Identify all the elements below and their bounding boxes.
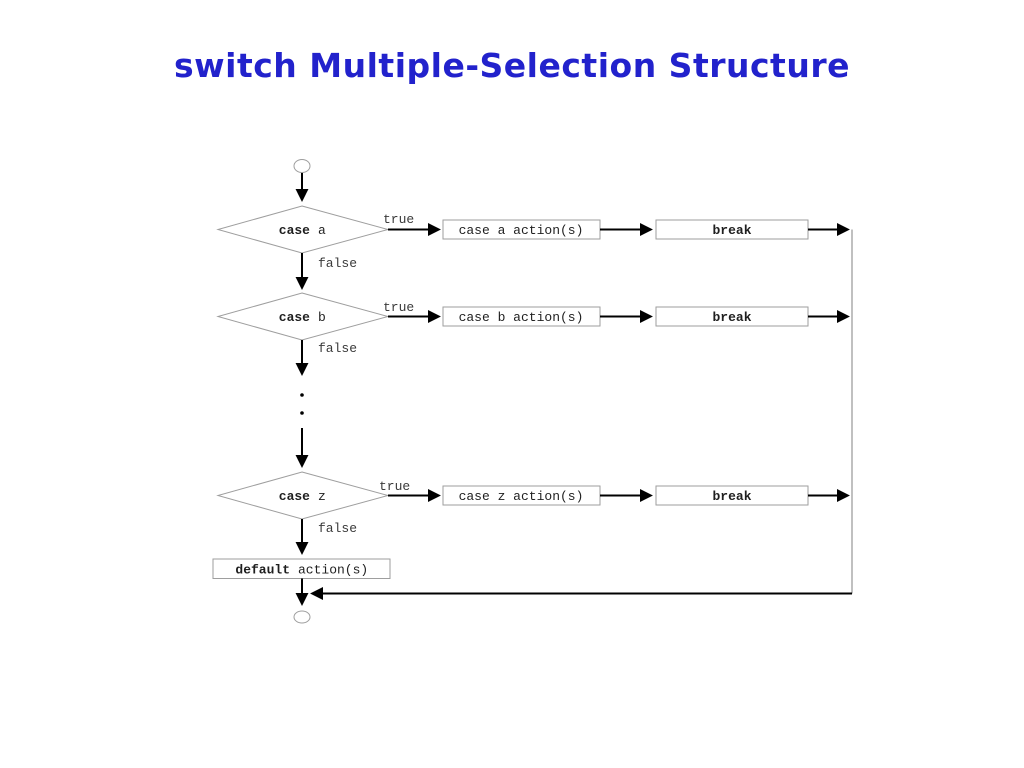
case-a-variable: a bbox=[318, 223, 326, 238]
ellipsis-dot bbox=[300, 393, 304, 397]
case-b-action-text: case b action(s) bbox=[459, 310, 584, 325]
row-case-z: case z true case z action(s) break false bbox=[216, 471, 850, 555]
case-z-keyword: case bbox=[279, 489, 310, 504]
case-b-variable: b bbox=[318, 310, 326, 325]
case-a-keyword: case bbox=[279, 223, 310, 238]
start-terminal bbox=[293, 159, 311, 173]
break-b-text: break bbox=[712, 310, 751, 325]
end-terminal bbox=[293, 610, 311, 624]
case-z-action-text: case z action(s) bbox=[459, 489, 584, 504]
true-label-case-b: true bbox=[383, 300, 414, 315]
row-case-a: case a true case a action(s) break false bbox=[216, 205, 850, 290]
false-label-case-a: false bbox=[318, 256, 357, 271]
true-label-case-a: true bbox=[383, 212, 414, 227]
default-keyword: default bbox=[235, 563, 290, 578]
case-a-action-text: case a action(s) bbox=[459, 223, 584, 238]
default-rest-text: action(s) bbox=[298, 563, 368, 578]
break-z-text: break bbox=[712, 489, 751, 504]
true-label-case-z: true bbox=[379, 479, 410, 494]
case-z-variable: z bbox=[318, 489, 326, 504]
slide-title: switch Multiple-Selection Structure bbox=[174, 46, 850, 85]
case-b-keyword: case bbox=[279, 310, 310, 325]
break-a-text: break bbox=[712, 223, 751, 238]
false-label-case-z: false bbox=[318, 521, 357, 536]
ellipsis-dot bbox=[300, 411, 304, 415]
default-action-row: default action(s) bbox=[212, 558, 391, 579]
false-label-case-b: false bbox=[318, 341, 357, 356]
row-case-b: case b true case b action(s) break false bbox=[216, 292, 850, 376]
